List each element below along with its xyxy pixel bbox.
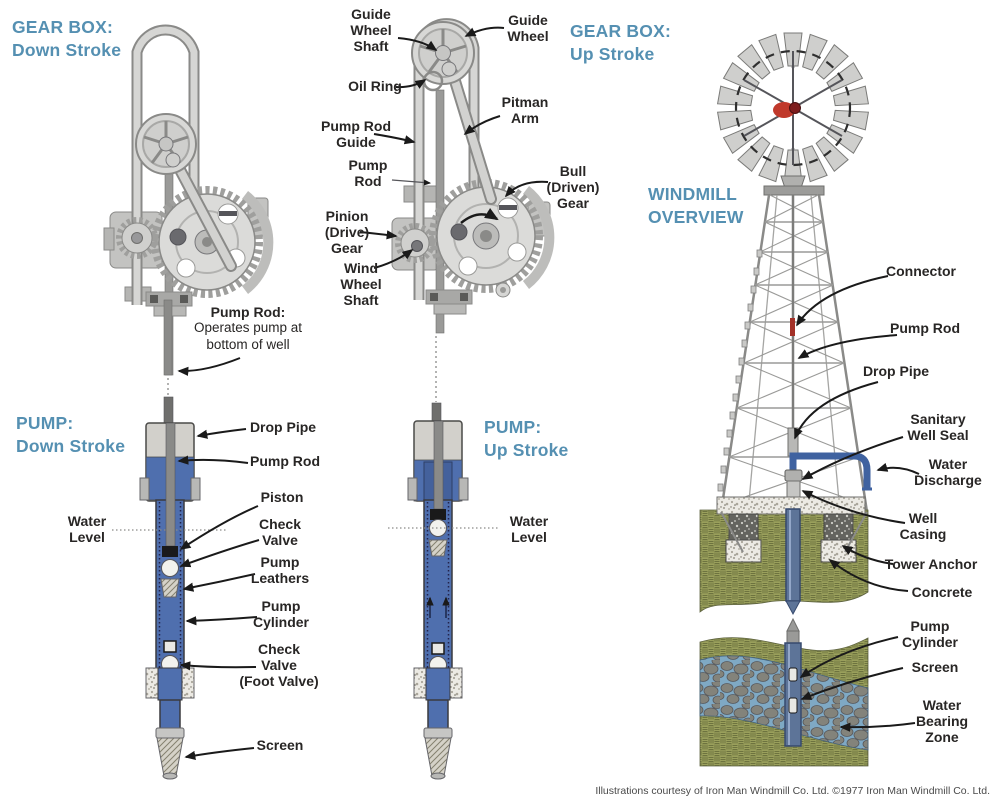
label-pinion-gear: Pinion (Drive) Gear xyxy=(324,208,370,257)
section-title-pump-up: PUMP:Up Stroke xyxy=(484,417,569,460)
pump-down-illustration xyxy=(112,396,226,780)
label-concrete: Concrete xyxy=(911,584,973,600)
underground-lower xyxy=(699,617,869,767)
water-bearing-zone-band xyxy=(699,655,869,751)
label-screen: Screen xyxy=(256,737,304,753)
connector-part xyxy=(790,318,795,336)
label-piston: Piston xyxy=(260,489,304,505)
label-drop-pipe: Drop Pipe xyxy=(249,419,317,435)
label-pump-cylinder: Pump Cylinder xyxy=(252,598,309,631)
label-sanitary-well-seal: Sanitary Well Seal xyxy=(907,411,969,444)
label-pump-rod-guide: Pump Rod Guide xyxy=(321,118,391,151)
label-pump-rod-windmill: Pump Rod xyxy=(890,320,960,336)
label-drop-pipe-windmill: Drop Pipe xyxy=(862,363,930,379)
label-foot-valve: Check Valve (Foot Valve) xyxy=(239,641,319,690)
gear-rotation-arrow xyxy=(460,207,499,224)
tower-ladder xyxy=(717,249,763,492)
section-title-gearbox-up: GEAR BOX:Up Stroke xyxy=(570,21,671,64)
label-bull-gear: Bull (Driven) Gear xyxy=(546,163,600,212)
windmill-illustration xyxy=(699,32,872,767)
label-pump-rod-pump: Pump Rod xyxy=(250,453,320,469)
label-water-level-down: Water Level xyxy=(67,513,107,546)
label-screen-windmill: Screen xyxy=(911,659,959,675)
label-wind-wheel-shaft: Wind Wheel Shaft xyxy=(340,260,382,309)
label-oil-ring: Oil Ring xyxy=(348,78,402,94)
label-guide-wheel: Guide Wheel xyxy=(507,12,549,45)
wind-wheel xyxy=(717,32,869,184)
label-water-discharge: Water Discharge xyxy=(914,456,982,489)
water-discharge-pipe xyxy=(789,452,871,489)
label-well-casing: Well Casing xyxy=(899,510,947,543)
section-title-gearbox-down: GEAR BOX:Down Stroke xyxy=(12,17,122,60)
annotation-arrows xyxy=(177,26,920,760)
label-pump-leathers: Pump Leathers xyxy=(250,554,310,587)
label-pump-cylinder-windmill: Pump Cylinder xyxy=(901,618,958,651)
underground-upper xyxy=(699,496,869,616)
label-water-bearing-zone: Water Bearing Zone xyxy=(915,697,969,746)
label-pitman-arm: Pitman Arm xyxy=(501,94,549,127)
label-connector: Connector xyxy=(886,263,956,279)
label-tower-anchor: Tower Anchor xyxy=(884,556,978,572)
gearbox-up-illustration xyxy=(391,18,555,402)
label-guide-wheel-shaft: Guide Wheel Shaft xyxy=(350,6,392,55)
section-title-pump-down: PUMP:Down Stroke xyxy=(16,413,126,456)
label-water-level-up: Water Level xyxy=(509,513,549,546)
label-check-valve: Check Valve xyxy=(258,516,302,549)
label-pump-rod-note: Pump Rod: Operates pump at bottom of wel… xyxy=(193,304,303,352)
label-pump-rod-gearbox: Pump Rod xyxy=(348,157,388,190)
credit-text: Illustrations courtesy of Iron Man Windm… xyxy=(595,785,990,797)
gearbox-down-illustration xyxy=(103,24,274,397)
pump-up-illustration xyxy=(388,402,498,780)
